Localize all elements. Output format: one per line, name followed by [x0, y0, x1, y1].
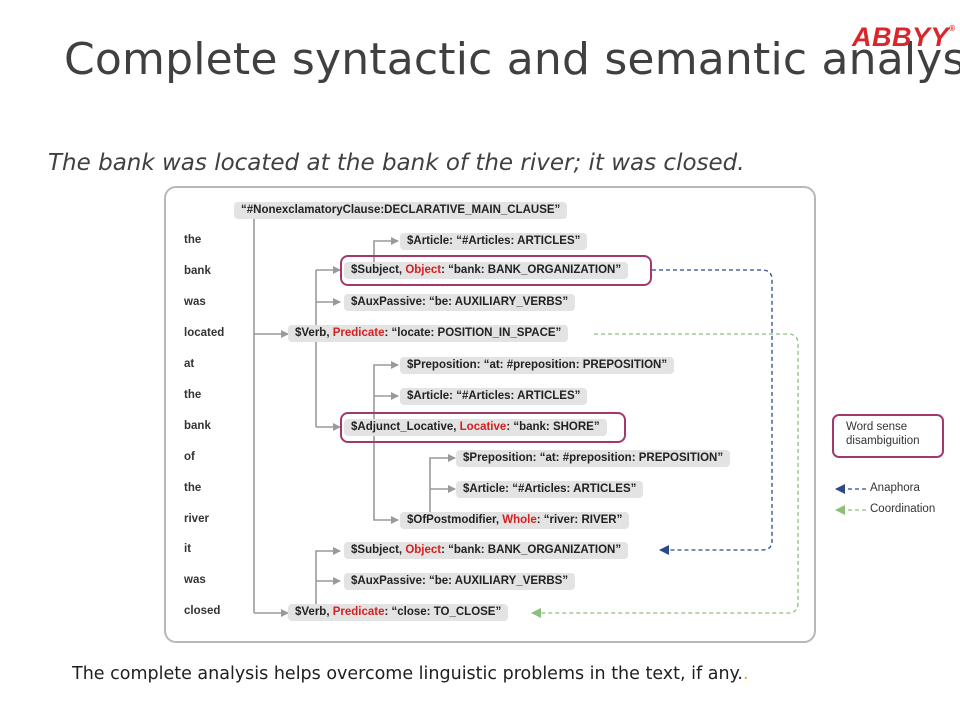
article-node: $Article: “#Articles: ARTICLES” [400, 388, 588, 405]
article-node: $Article: “#Articles: ARTICLES” [456, 481, 644, 498]
wsd-highlight [340, 412, 626, 443]
preposition-node: $Preposition: “at: #preposition: PREPOSI… [400, 357, 675, 374]
footer-caption: The complete analysis helps overcome lin… [72, 664, 749, 684]
verb-node: $Verb, Predicate: “locate: POSITION_IN_S… [288, 325, 569, 342]
word-was: was [184, 574, 206, 586]
word-was: was [184, 296, 206, 308]
word-closed: closed [184, 605, 221, 617]
anaphora-legend-label: Anaphora [870, 482, 920, 494]
ofpostmodifier-node: $OfPostmodifier, Whole: “river: RIVER” [400, 512, 630, 529]
word-bank: bank [184, 420, 211, 432]
word-it: it [184, 543, 192, 555]
subject-node: $Subject, Object: “bank: BANK_ORGANIZATI… [344, 542, 629, 559]
preposition-node: $Preposition: “at: #preposition: PREPOSI… [456, 450, 731, 467]
word-the: the [184, 389, 202, 401]
parse-tree-panel [164, 186, 816, 643]
word-the: the [184, 482, 202, 494]
abbyy-logo: ABBYY® [852, 22, 956, 52]
example-sentence: The bank was located at the bank of the … [48, 150, 745, 176]
subject-node: $Subject, Object: “bank: BANK_ORGANIZATI… [344, 262, 629, 279]
wsd-legend-box: Word sense disambiguition [832, 414, 944, 458]
auxpassive-node: $AuxPassive: “be: AUXILIARY_VERBS” [344, 294, 576, 311]
coordination-legend-label: Coordination [870, 503, 936, 515]
verb-node: $Verb, Predicate: “close: TO_CLOSE” [288, 604, 509, 621]
wsd-highlight [340, 255, 652, 286]
word-at: at [184, 358, 195, 370]
word-the: the [184, 234, 202, 246]
word-river: river [184, 513, 209, 525]
root-clause-node: “#NonexclamatoryClause:DECLARATIVE_MAIN_… [234, 202, 568, 219]
word-bank: bank [184, 265, 211, 277]
slide-title: Complete syntactic and semantic analysis [64, 34, 960, 85]
adjunct-locative-node: $Adjunct_Locative, Locative: “bank: SHOR… [344, 419, 607, 436]
auxpassive-node: $AuxPassive: “be: AUXILIARY_VERBS” [344, 573, 576, 590]
word-located: located [184, 327, 225, 339]
word-of: of [184, 451, 195, 463]
article-node: $Article: “#Articles: ARTICLES” [400, 233, 588, 250]
